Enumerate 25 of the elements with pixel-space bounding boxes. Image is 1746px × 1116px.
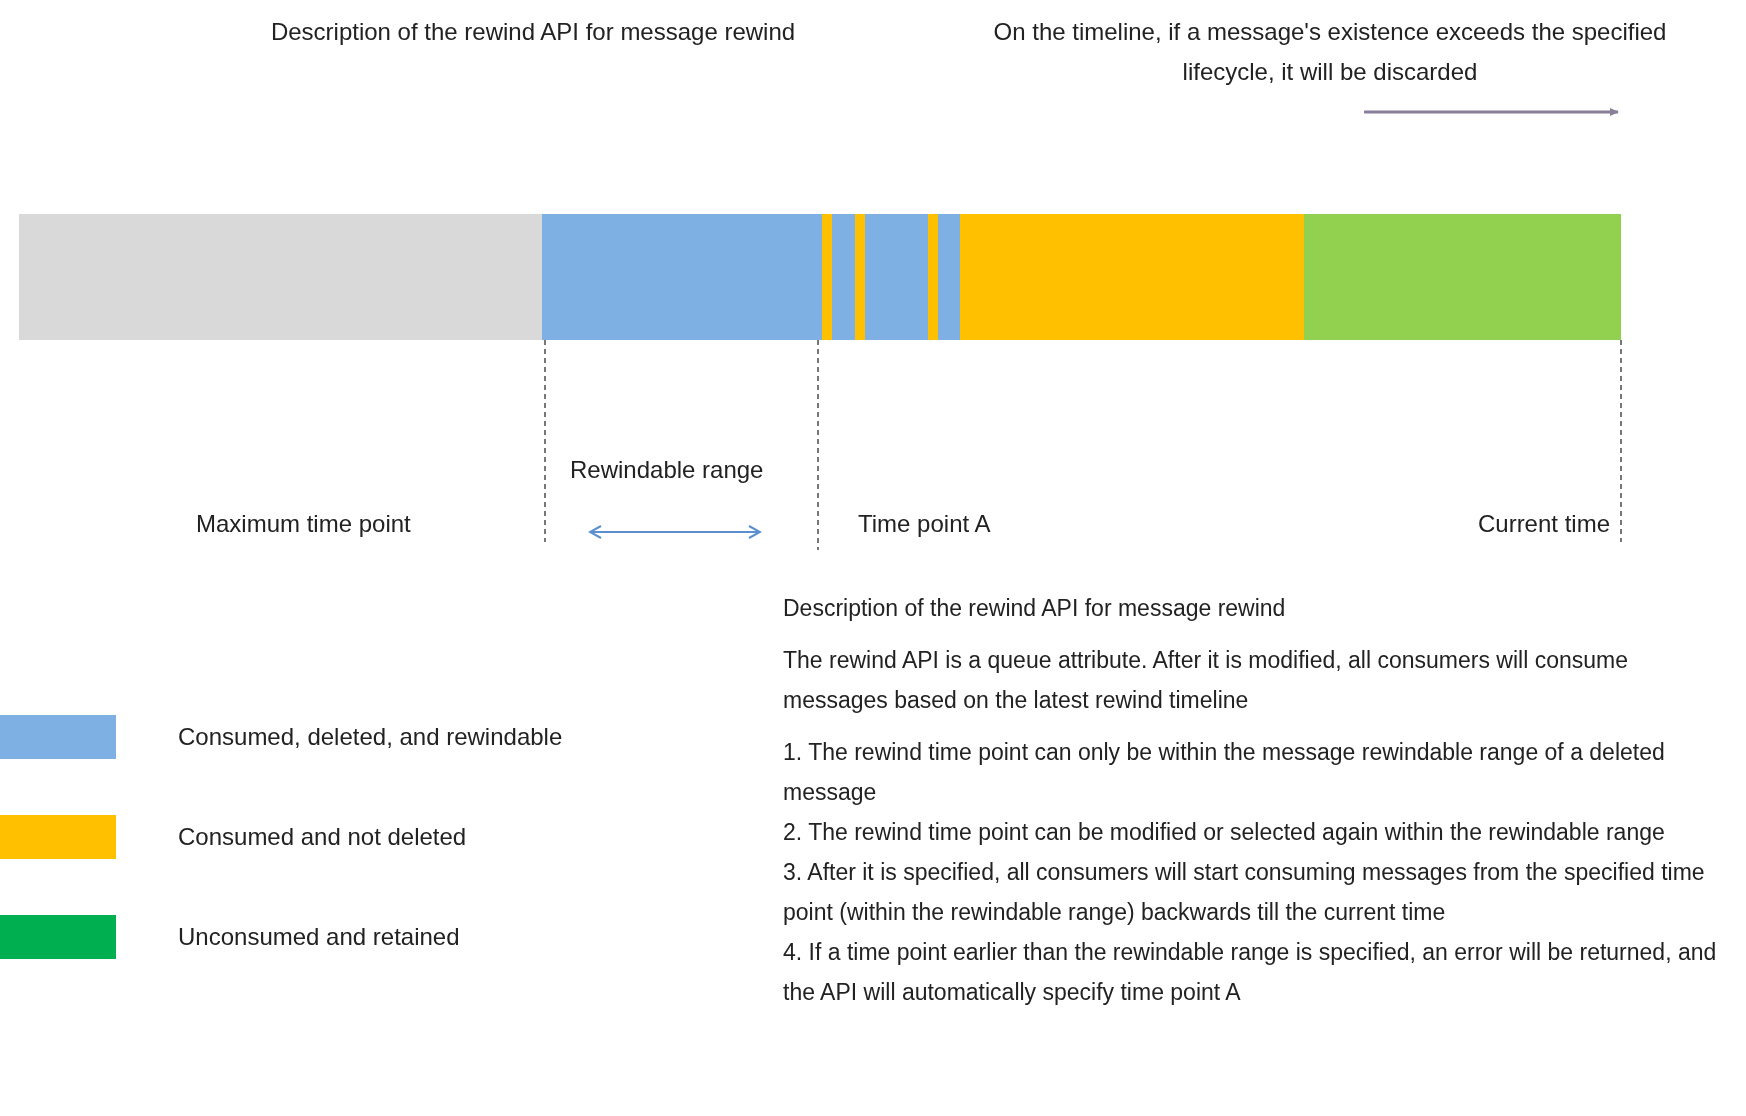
list-item: 3. After it is specified, all consumers will start consuming messages from the specified time point (within the rewindable range) backwards till the current time bbox=[783, 858, 1706, 927]
list-item: 1. The rewind time point can only be within the message rewindable range of a deleted message bbox=[783, 738, 1666, 807]
note: On the timeline, if a message's existence exceeds the specified lifecycle, it will be discarded bbox=[992, 17, 1668, 87]
legend-label: Consumed and not deleted bbox=[178, 822, 467, 852]
axis-label: Maximum time point bbox=[196, 509, 411, 539]
list-item: 4. If a time point earlier than the rewindable range is specified, an error will be returned, and the API will automatically specify time point A bbox=[783, 938, 1718, 1007]
timeline-segment bbox=[832, 214, 855, 340]
timeline-segment bbox=[822, 214, 832, 340]
paragraph: The rewind API is a queue attribute. After it is modified, all consumers will consume messages based on the latest rewind timeline bbox=[783, 646, 1629, 715]
timeline-segment bbox=[19, 214, 542, 340]
heading: Description of the rewind API for message rewind bbox=[783, 594, 1287, 623]
legend-label: Unconsumed and retained bbox=[178, 922, 460, 952]
timeline-segment bbox=[855, 214, 865, 340]
timeline-segment bbox=[542, 214, 822, 340]
timeline-segment bbox=[1304, 214, 1621, 340]
list-item: 2. The rewind time point can be modified or selected again within the rewindable range bbox=[783, 818, 1666, 847]
title: Description of the rewind API for message rewind bbox=[269, 17, 797, 47]
timeline-segment bbox=[865, 214, 928, 340]
axis-label: Current time bbox=[1476, 509, 1610, 539]
legend-label: Consumed, deleted, and rewindable bbox=[178, 722, 563, 752]
range-label: Rewindable range bbox=[570, 455, 764, 485]
timeline-segment bbox=[928, 214, 938, 340]
axis-label: Time point A bbox=[858, 509, 991, 539]
timeline-segment bbox=[938, 214, 960, 340]
timeline-segment bbox=[960, 214, 1304, 340]
